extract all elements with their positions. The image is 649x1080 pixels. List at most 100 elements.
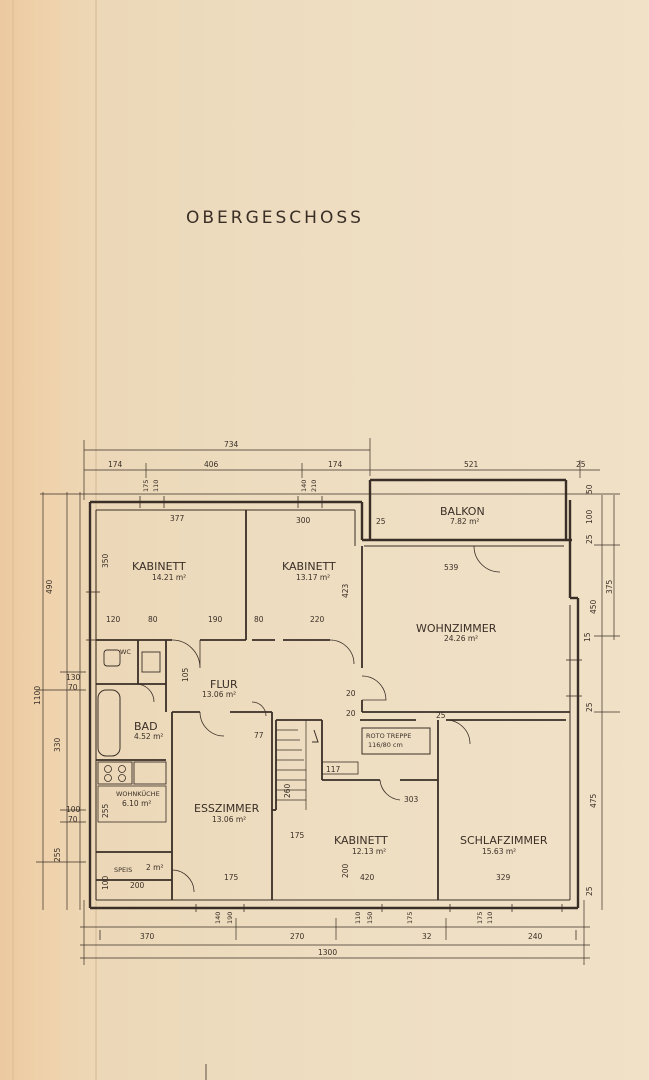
roto-treppe-name: ROTO TREPPE [366,732,411,740]
dim-190: 190 [208,615,223,624]
room-wc-name: WC [120,648,131,656]
dim-top-406: 406 [204,460,219,469]
inner-walls [96,510,570,900]
room-wohnzimmer-area: 24.26 m² [444,634,478,643]
dim-bottom-240: 240 [528,932,543,941]
edge-ticks [99,930,577,1080]
dim-right-475: 475 [589,793,598,808]
dim-left-330: 330 [53,737,62,752]
room-flur-name: FLUR [210,678,238,691]
dim-right-375: 375 [605,579,614,594]
dim-left-70a: 70 [68,683,78,692]
dim-s7: 110 [354,912,362,924]
room-kabinett-1-name: KABINETT [132,560,186,573]
outer-walls-inner [95,509,571,901]
dim-25: 25 [436,711,446,720]
dim-377: 377 [170,514,185,523]
dim-top-174a: 174 [108,460,123,469]
plan-title: OBERGESCHOSS [186,208,364,228]
dim-right-25c: 25 [585,886,594,896]
dim-s3: 140 [300,480,308,492]
dim-bottom-270: 270 [290,932,305,941]
dim-right-25a: 25 [585,534,594,544]
room-wohnkueche-area: 6.10 m² [122,799,151,808]
room-labels: KABINETT 14.21 m² KABINETT 13.17 m² BALK… [114,505,548,874]
room-balkon-name: BALKON [440,505,485,518]
staircase [276,720,319,810]
dim-80b: 80 [254,615,264,624]
roto-treppe-box [361,727,431,755]
room-esszimmer-area: 13.06 m² [212,815,246,824]
dim-175b: 175 [290,831,305,840]
dim-top-174b: 174 [328,460,343,469]
dim-200b: 200 [130,881,145,890]
dim-right-25d: 25 [376,517,386,526]
dim-350: 350 [101,553,110,568]
kitchen-stove [97,761,133,785]
room-wohnzimmer-name: WOHNZIMMER [416,622,497,635]
dim-right-450: 450 [589,599,598,614]
dim-s8: 150 [366,912,374,924]
dim-bottom-370: 370 [140,932,155,941]
toilet [103,649,121,667]
dimension-labels: 734 174 406 174 521 25 370 270 32 240 13… [33,440,614,957]
dim-left-1100: 1100 [33,686,42,705]
dim-top-521: 521 [464,460,479,469]
dim-175: 175 [224,873,239,882]
dim-423: 423 [341,583,350,598]
dim-420: 420 [360,873,375,882]
dim-s11: 175 [406,912,414,924]
dim-bottom-total: 1300 [318,948,337,957]
dim-80a: 80 [148,615,158,624]
room-kabinett-3-area: 12.13 m² [352,847,386,856]
dim-260: 260 [283,783,292,798]
dim-top-25: 25 [576,460,586,469]
dim-303: 303 [404,795,419,804]
bathtub [97,689,121,757]
door-swings [135,545,501,893]
dim-s1: 175 [142,480,150,492]
dim-s10: 110 [486,912,494,924]
room-kabinett-2-name: KABINETT [282,560,336,573]
room-schlafzimmer-name: SCHLAFZIMMER [460,834,548,847]
dim-117: 117 [326,765,341,774]
dim-s6: 190 [226,912,234,924]
dim-left-70b: 70 [68,815,78,824]
dim-right-15: 15 [583,632,592,642]
dim-120: 120 [106,615,121,624]
kitchen-counter [97,785,167,823]
dim-bottom-32: 32 [422,932,432,941]
dim-top-total: 734 [224,440,239,449]
dim-right-25b: 25 [585,702,594,712]
room-schlafzimmer-area: 15.63 m² [482,847,516,856]
kitchen-sink [133,761,167,785]
dim-20b: 20 [346,709,356,718]
dim-s4: 210 [310,480,318,492]
roto-treppe-size: 116/80 cm [368,741,403,749]
room-kabinett-2-area: 13.17 m² [296,573,330,582]
dim-200a: 200 [341,863,350,878]
room-speis-area: 2 m² [146,863,163,872]
paper-fold [12,0,14,1080]
wc-sink [141,651,161,673]
room-kabinett-3-name: KABINETT [334,834,388,847]
dim-20a: 20 [346,689,356,698]
dim-left-130: 130 [66,673,81,682]
dim-left-490: 490 [45,579,54,594]
room-esszimmer-name: ESSZIMMER [194,802,260,815]
dim-right-50: 50 [585,484,594,494]
dim-left-100: 100 [66,805,81,814]
dimension-lines [36,438,620,965]
dim-300: 300 [296,516,311,525]
room-wohnkueche-name: WOHNKÜCHE [116,789,160,798]
room-speis-name: SPEIS [114,866,132,874]
room-bad-area: 4.52 m² [134,732,163,741]
room-flur-area: 13.06 m² [202,690,236,699]
dim-100: 100 [101,875,110,890]
outer-walls [88,478,580,910]
room-bad-name: BAD [134,720,158,733]
dim-s9: 175 [476,912,484,924]
dim-77: 77 [254,731,264,740]
windows [86,496,582,912]
